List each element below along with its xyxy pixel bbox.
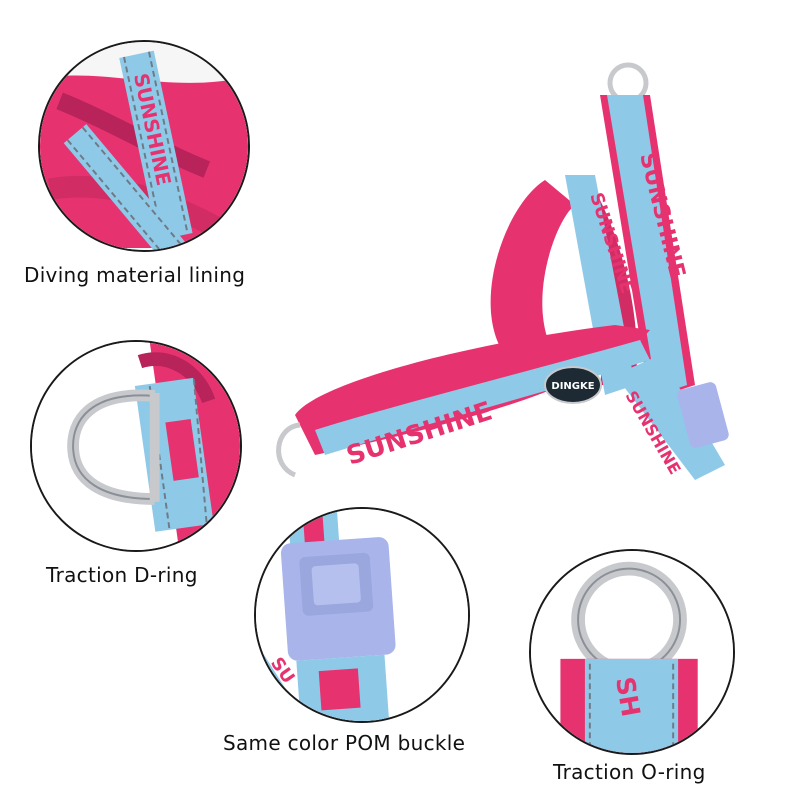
lining-caption: Diving material lining	[24, 263, 246, 287]
o-ring-closeup: SH	[529, 549, 735, 755]
buckle-caption: Same color POM buckle	[223, 731, 466, 755]
svg-text:SH: SH	[609, 675, 645, 719]
buckle	[677, 382, 729, 448]
d-ring-closeup	[30, 340, 242, 552]
d-ring-closeup-image	[32, 342, 240, 550]
o-ring-closeup-image: SH	[531, 551, 733, 753]
brand-badge: DINGKE	[544, 366, 602, 404]
buckle-closeup: SU	[254, 507, 470, 723]
o-ring-caption: Traction O-ring	[553, 760, 706, 784]
d-ring	[276, 422, 301, 478]
brand-badge-label: DINGKE	[551, 381, 594, 392]
d-ring-caption: Traction D-ring	[46, 563, 198, 587]
harness-image: SUNSHINE SUNSHINE SUNSHINE SUNSHINE DING…	[276, 62, 729, 480]
lining-closeup: SUNSHINE	[38, 40, 250, 252]
lining-closeup-image: SUNSHINE	[40, 42, 248, 250]
buckle-closeup-image: SU	[256, 509, 468, 721]
